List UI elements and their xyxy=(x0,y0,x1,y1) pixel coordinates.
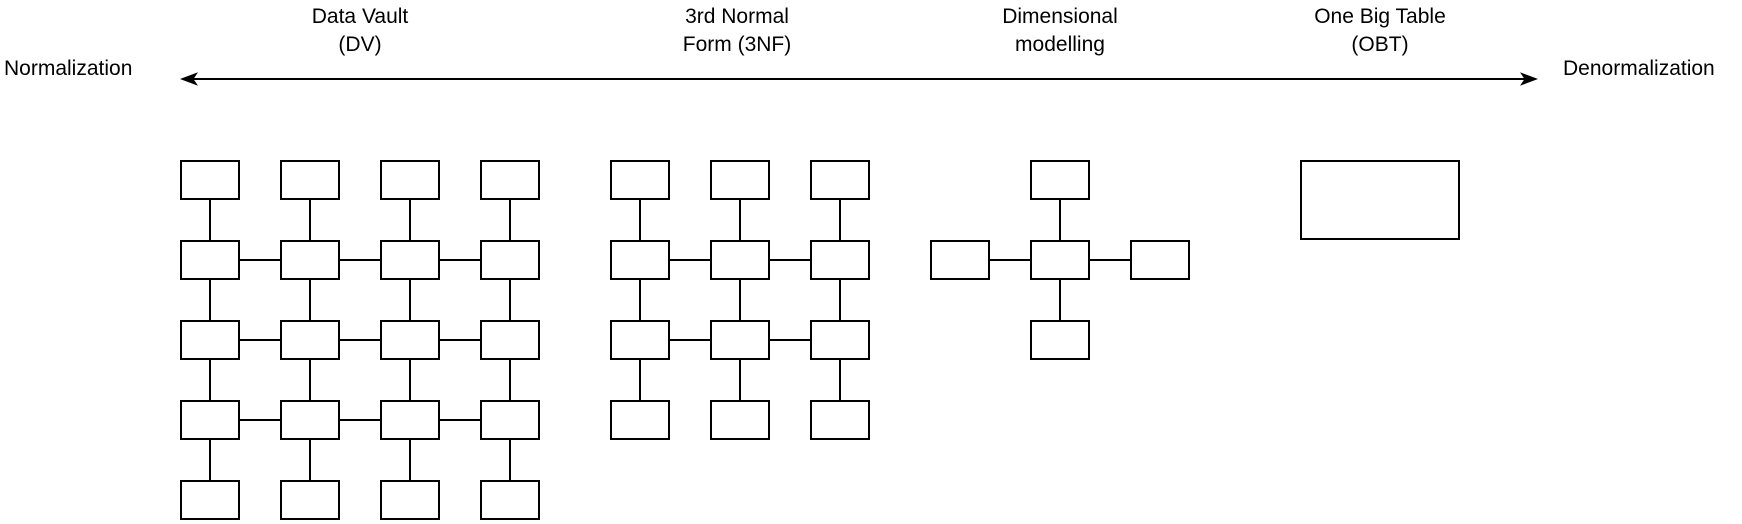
table-box xyxy=(480,320,540,360)
connector-line xyxy=(440,259,480,261)
connector-line xyxy=(739,280,741,320)
method-label-dimensional: Dimensional modelling xyxy=(1002,3,1118,59)
connector-line xyxy=(1059,200,1061,240)
connector-line xyxy=(340,419,380,421)
table-box xyxy=(810,400,870,440)
connector-line xyxy=(409,440,411,480)
connector-line xyxy=(1059,280,1061,320)
table-box xyxy=(610,240,670,280)
connector-line xyxy=(409,280,411,320)
table-box xyxy=(280,400,340,440)
connector-line xyxy=(240,419,280,421)
table-box xyxy=(280,160,340,200)
connector-line xyxy=(209,440,211,480)
table-box xyxy=(380,240,440,280)
connector-line xyxy=(739,200,741,240)
denormalization-label: Denormalization xyxy=(1563,57,1715,80)
connector-line xyxy=(990,259,1030,261)
connector-line xyxy=(340,259,380,261)
connector-line xyxy=(409,200,411,240)
table-box xyxy=(280,240,340,280)
method-label-line: 3rd Normal xyxy=(685,5,789,28)
connector-line xyxy=(839,280,841,320)
method-label-obt: One Big Table (OBT) xyxy=(1314,3,1446,59)
table-box xyxy=(480,480,540,520)
table-box xyxy=(610,160,670,200)
connector-line xyxy=(639,360,641,400)
connector-line xyxy=(240,259,280,261)
method-label-line: Data Vault xyxy=(311,5,409,28)
normalization-label: Normalization xyxy=(4,57,133,80)
table-box xyxy=(380,480,440,520)
connector-line xyxy=(739,360,741,400)
table-box xyxy=(610,320,670,360)
connector-line xyxy=(509,200,511,240)
one-big-table-box xyxy=(1300,160,1460,240)
connector-line xyxy=(639,280,641,320)
connector-line xyxy=(340,339,380,341)
table-box xyxy=(810,160,870,200)
connector-line xyxy=(509,440,511,480)
method-label-line: One Big Table xyxy=(1314,5,1446,28)
connector-line xyxy=(309,200,311,240)
table-box xyxy=(180,400,240,440)
table-box xyxy=(710,240,770,280)
arrowhead-right xyxy=(1520,72,1538,86)
method-label-line: modelling xyxy=(1015,33,1105,56)
table-box xyxy=(710,160,770,200)
table-box xyxy=(710,320,770,360)
table-box xyxy=(810,240,870,280)
table-box xyxy=(810,320,870,360)
table-box xyxy=(180,480,240,520)
arrowhead-left xyxy=(180,72,198,86)
table-box xyxy=(280,320,340,360)
connector-line xyxy=(670,339,710,341)
fact-table-box xyxy=(1030,240,1090,280)
method-label-line: (DV) xyxy=(338,33,382,56)
connector-line xyxy=(509,360,511,400)
dimension-table-box xyxy=(1030,160,1090,200)
table-box xyxy=(480,160,540,200)
dimension-table-box xyxy=(930,240,990,280)
method-label-line: Dimensional xyxy=(1002,5,1118,28)
connector-line xyxy=(409,360,411,400)
connector-line xyxy=(509,280,511,320)
connector-line xyxy=(770,339,810,341)
connector-line xyxy=(839,200,841,240)
connector-line xyxy=(309,440,311,480)
table-box xyxy=(380,320,440,360)
table-box xyxy=(610,400,670,440)
table-box xyxy=(380,400,440,440)
table-box xyxy=(180,240,240,280)
table-box xyxy=(380,160,440,200)
table-box xyxy=(180,160,240,200)
table-box xyxy=(480,240,540,280)
method-label-line: (OBT) xyxy=(1351,33,1409,56)
connector-line xyxy=(209,200,211,240)
connector-line xyxy=(839,360,841,400)
method-label-line: Form (3NF) xyxy=(682,33,792,56)
connector-line xyxy=(209,280,211,320)
connector-line xyxy=(240,339,280,341)
table-box xyxy=(710,400,770,440)
dimension-table-box xyxy=(1130,240,1190,280)
connector-line xyxy=(309,280,311,320)
connector-line xyxy=(670,259,710,261)
connector-line xyxy=(209,360,211,400)
connector-line xyxy=(770,259,810,261)
table-box xyxy=(480,400,540,440)
dimension-table-box xyxy=(1030,320,1090,360)
connector-line xyxy=(309,360,311,400)
connector-line xyxy=(1090,259,1130,261)
connector-line xyxy=(639,200,641,240)
table-box xyxy=(180,320,240,360)
table-box xyxy=(280,480,340,520)
connector-line xyxy=(440,419,480,421)
connector-line xyxy=(440,339,480,341)
method-label-data-vault: Data Vault (DV) xyxy=(312,3,409,59)
